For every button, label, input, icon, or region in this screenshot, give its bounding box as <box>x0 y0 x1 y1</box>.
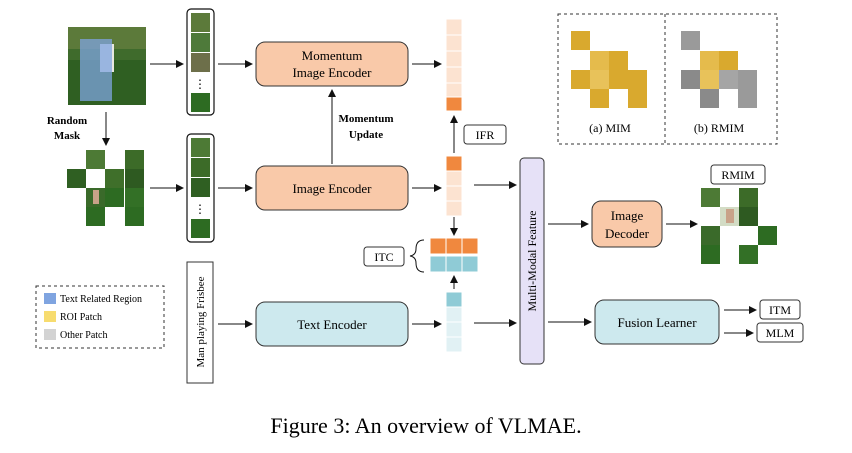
patch-strip-top: ⋮ <box>186 8 215 116</box>
image-decoder-label-1: Image <box>611 208 644 223</box>
legend-swatch-text-region <box>44 293 56 304</box>
rmim-caption: (b) RMIM <box>694 121 745 135</box>
legend-label-text-region: Text Related Region <box>60 294 142 305</box>
mim-example <box>571 31 647 108</box>
legend-box <box>35 285 165 349</box>
mlm-box <box>756 322 804 343</box>
itc-tokens <box>429 237 479 273</box>
momentum-image-encoder-label-1: Momentum <box>302 48 363 63</box>
random-mask-label-1: Random <box>47 115 87 127</box>
image-encoder <box>255 165 409 211</box>
itm-label: ITM <box>769 303 791 317</box>
image-feature-tokens <box>445 155 463 217</box>
caption-box <box>186 261 214 384</box>
multimodal-feature-label: Multi-Modal Feature <box>525 211 539 312</box>
text-related-region-overlay <box>80 39 112 101</box>
fusion-learner-label: Fusion Learner <box>617 315 697 330</box>
itc-brace <box>409 239 425 273</box>
momentum-update-label-1: Momentum <box>339 113 394 125</box>
legend-swatch-other <box>44 329 56 340</box>
image-encoder-label: Image Encoder <box>292 181 372 196</box>
ifr-box <box>463 124 507 145</box>
momentum-image-encoder <box>255 41 409 87</box>
image-decoder <box>591 200 663 248</box>
multimodal-feature-box <box>519 157 545 365</box>
text-encoder <box>255 301 409 347</box>
ifr-label: IFR <box>476 128 495 142</box>
original-image <box>68 27 146 105</box>
arrows <box>102 60 757 337</box>
itc-label: ITC <box>374 250 393 264</box>
rmim-label: RMIM <box>721 168 755 182</box>
itc-box <box>363 246 405 267</box>
mim-caption: (a) MIM <box>589 121 631 135</box>
text-feature-tokens <box>445 291 463 353</box>
legend-label-roi: ROI Patch <box>60 312 102 323</box>
momentum-update-label-2: Update <box>349 129 383 141</box>
masked-image <box>67 150 144 226</box>
mim-rmim-panel <box>557 13 778 145</box>
momentum-feature-tokens <box>445 18 463 112</box>
text-encoder-label: Text Encoder <box>297 317 367 332</box>
random-mask-label-2: Mask <box>54 130 81 142</box>
image-decoder-label-2: Decoder <box>605 226 650 241</box>
mlm-label: MLM <box>766 326 795 340</box>
legend-label-other: Other Patch <box>60 330 108 341</box>
reconstructed-image <box>701 188 777 264</box>
rmim-example <box>681 31 757 108</box>
legend-swatch-roi <box>44 311 56 322</box>
vdots-top: ⋮ <box>194 77 206 91</box>
figure-caption: Figure 3: An overview of VLMAE. <box>270 413 581 438</box>
rmim-box <box>710 164 766 185</box>
vdots-bottom: ⋮ <box>194 202 206 216</box>
patch-strip-bottom: ⋮ <box>186 133 215 243</box>
fusion-learner <box>594 299 720 345</box>
momentum-image-encoder-label-2: Image Encoder <box>292 65 372 80</box>
itm-box <box>759 299 801 320</box>
caption-text: Man playing Frisbee <box>195 276 207 367</box>
